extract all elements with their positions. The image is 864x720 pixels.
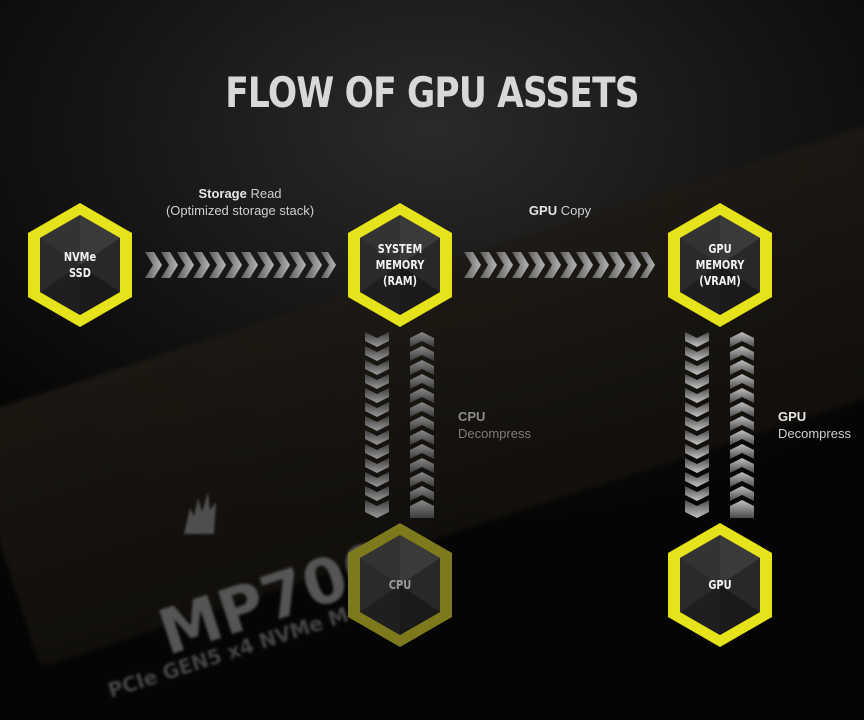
gpu-decompress-label: GPU Decompress (778, 408, 851, 442)
gpu-copy-label-rest: Copy (557, 203, 592, 218)
node-gpu: GPU (664, 521, 776, 649)
node-vram-line1: GPU (708, 242, 732, 256)
hexagon-icon (348, 523, 452, 647)
hexagon-icon (348, 203, 452, 327)
cpu-to-ram-arrow (410, 332, 434, 518)
hexagon-icon (668, 203, 772, 327)
gpu-decompress-label-bold: GPU (778, 409, 807, 424)
gpu-copy-label: GPU Copy (480, 202, 640, 219)
gpu-decompress-label-sub: Decompress (778, 426, 851, 441)
storage-read-label-rest: Read (246, 186, 282, 201)
node-cpu: CPU (344, 521, 456, 649)
cpu-decompress-label-bold: CPU (458, 409, 486, 424)
node-vram-line2: MEMORY (695, 258, 745, 272)
ram-to-cpu-arrow (365, 332, 389, 518)
gpu-to-vram-arrow (730, 332, 754, 518)
brand-logo-icon (184, 492, 216, 534)
vram-to-gpu-arrow (685, 332, 709, 518)
node-gpu-memory: GPU MEMORY (VRAM) (664, 201, 776, 329)
node-vram-line3: (VRAM) (699, 274, 741, 288)
node-cpu-label: CPU (388, 578, 412, 592)
hexagon-icon (668, 523, 772, 647)
cpu-decompress-label: CPU Decompress (458, 408, 531, 442)
node-nvme-line2: SSD (69, 266, 91, 280)
storage-read-arrow (145, 252, 336, 278)
node-ram-line1: SYSTEM (377, 242, 423, 256)
cpu-decompress-label-sub: Decompress (458, 426, 531, 441)
node-nvme-ssd: NVMe SSD (24, 201, 136, 329)
node-ram-line3: (RAM) (383, 274, 417, 288)
node-system-memory: SYSTEM MEMORY (RAM) (344, 201, 456, 329)
storage-read-label: Storage Read (Optimized storage stack) (140, 185, 340, 219)
node-gpu-label: GPU (708, 578, 732, 592)
storage-read-label-sub: (Optimized storage stack) (165, 203, 315, 218)
node-nvme-line1: NVMe (63, 250, 97, 264)
hexagon-icon (28, 203, 132, 327)
page-title: FLOW OF GPU ASSETS (225, 68, 639, 117)
storage-read-label-bold: Storage (198, 186, 247, 201)
gpu-copy-arrow (464, 252, 655, 278)
gpu-copy-label-bold: GPU (528, 203, 558, 218)
node-ram-line2: MEMORY (375, 258, 425, 272)
